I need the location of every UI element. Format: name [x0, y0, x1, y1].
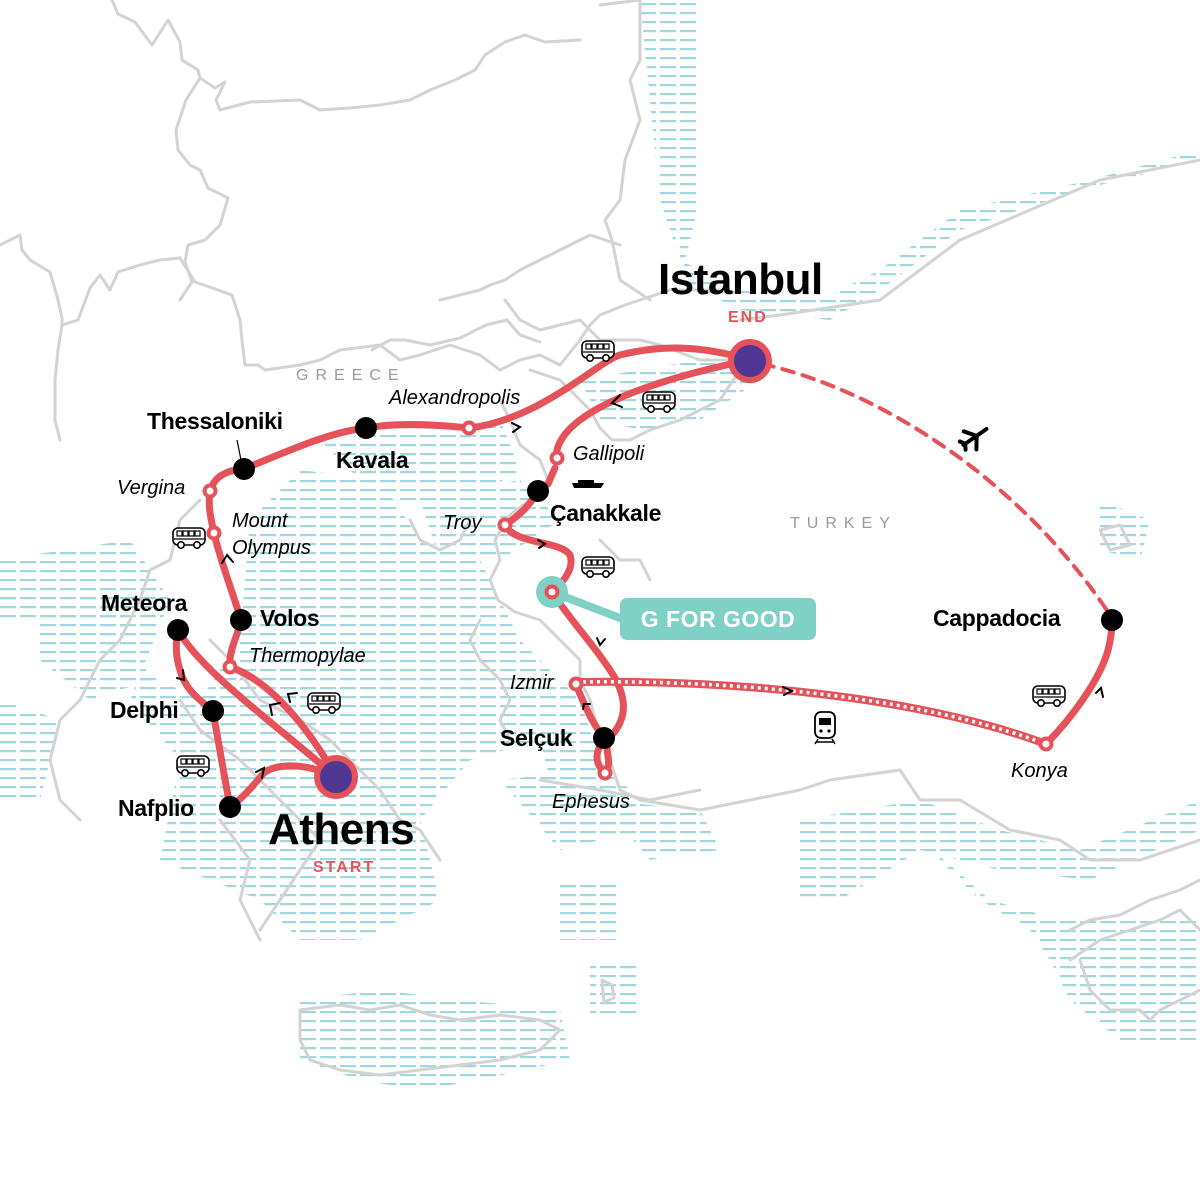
major-stops [167, 417, 1123, 818]
stop-label-delphi: Delphi [110, 697, 179, 723]
stop-label-thermopylae: Thermopylae [249, 645, 366, 667]
minor-stops [202, 420, 1054, 781]
stop-label-ephesus: Ephesus [552, 791, 630, 813]
flight-route [760, 362, 1110, 614]
stop-label-olympus: Olympus [232, 537, 311, 559]
stop-label-meteora: Meteora [101, 590, 188, 616]
stop-label-cappadocia: Cappadocia [933, 605, 1061, 631]
stop-label-gallipoli: Gallipoli [573, 443, 645, 465]
bus-icon [172, 527, 206, 550]
stop-label-alexandropolis: Alexandropolis [389, 387, 521, 409]
stop-label-volos: Volos [260, 605, 320, 631]
ferry-icon [572, 480, 604, 488]
stop-label-konya: Konya [1011, 760, 1068, 782]
bus-icon [581, 556, 615, 579]
plane-icon [957, 426, 989, 452]
bus-icon [307, 692, 341, 715]
train-route [575, 677, 1048, 748]
stop-label-izmir: Izmir [510, 672, 554, 694]
direction-arrows [176, 394, 1104, 779]
g-for-good-badge[interactable]: G FOR GOOD [620, 598, 816, 640]
stop-label-kavala: Kavala [336, 447, 409, 473]
istanbul-end-marker[interactable] [728, 339, 772, 383]
bus-icon [1032, 685, 1066, 708]
train-icon [814, 711, 836, 745]
stop-label-nafplio: Nafplio [118, 795, 194, 821]
start-tag: START [313, 859, 376, 876]
country-label-turkey: TURKEY [790, 515, 897, 532]
bus-icon [176, 755, 210, 778]
start-city-label: Athens [268, 805, 415, 854]
bus-icon [642, 391, 676, 414]
country-label-greece: GREECE [296, 367, 406, 384]
stop-label-mount: Mount [232, 510, 288, 532]
stop-label-selcuk: Selçuk [500, 725, 573, 751]
stop-label-thessaloniki: Thessaloniki [147, 408, 283, 434]
thessaloniki-leader [236, 439, 242, 461]
stop-label-vergina: Vergina [117, 477, 186, 499]
end-city-label: Istanbul [658, 255, 823, 304]
ferry-route [544, 464, 559, 488]
bus-icon [581, 340, 615, 363]
athens-start-marker[interactable] [314, 755, 358, 799]
stop-label-canakkale: Çanakkale [550, 500, 662, 526]
end-tag: END [728, 309, 768, 326]
borders [0, 0, 1200, 1077]
stop-label-troy: Troy [443, 512, 482, 534]
